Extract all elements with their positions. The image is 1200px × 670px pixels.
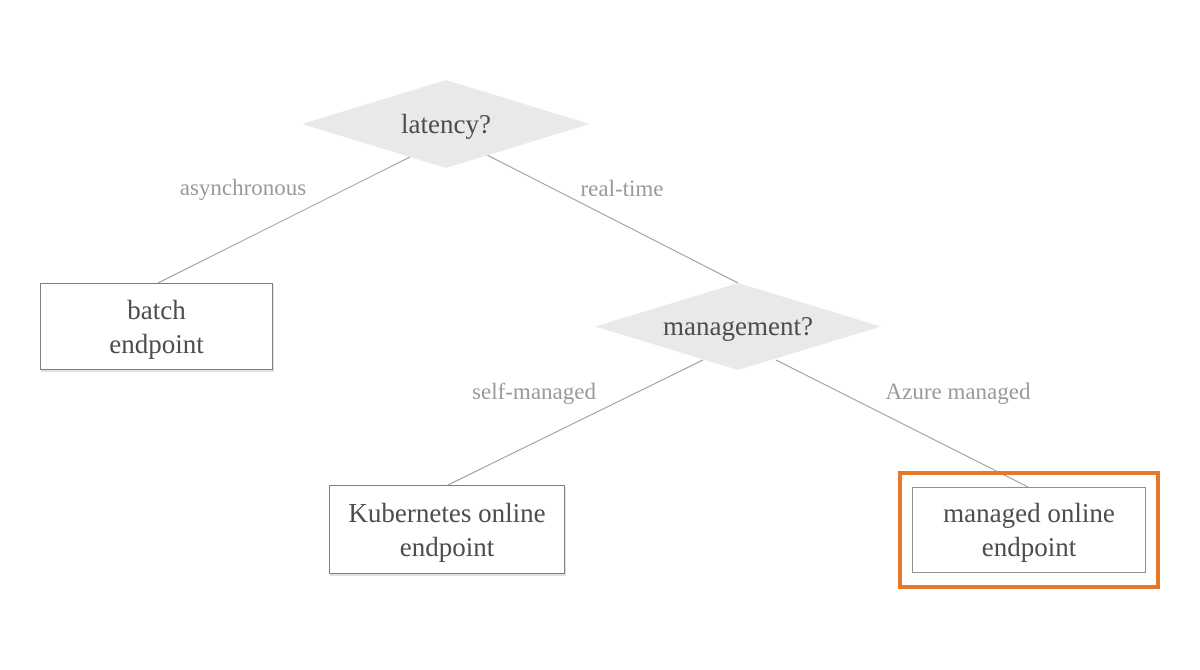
outcome-label-line1: Kubernetes online (348, 497, 546, 528)
edge-management-kubernetes (447, 359, 704, 486)
outcome-node-managed-online-endpoint: managed online endpoint (912, 487, 1146, 573)
edge-latency-batch (157, 156, 411, 284)
outcome-label-line1: managed online (943, 498, 1115, 528)
branch-label-azure-managed: Azure managed (885, 379, 1031, 404)
outcome-node-kubernetes-online-endpoint: Kubernetes online endpoint (329, 485, 565, 574)
decision-label: management? (663, 311, 813, 341)
branch-label-asynchronous: asynchronous (179, 175, 307, 200)
branch-label-real-time: real-time (580, 176, 664, 201)
decision-label: latency? (401, 108, 491, 139)
outcome-label-line2: endpoint (399, 531, 495, 562)
outcome-label-line1: batch (127, 294, 186, 325)
outcome-node-batch-endpoint: batch endpoint (40, 283, 273, 370)
highlight-frame-managed-online-endpoint (898, 471, 1160, 589)
branch-label-self-managed: self-managed (472, 379, 596, 404)
outcome-label-line2: endpoint (981, 532, 1077, 562)
edge-latency-management (486, 154, 739, 284)
edge-management-managed (775, 359, 1029, 488)
outcome-label-line2: endpoint (109, 328, 204, 359)
